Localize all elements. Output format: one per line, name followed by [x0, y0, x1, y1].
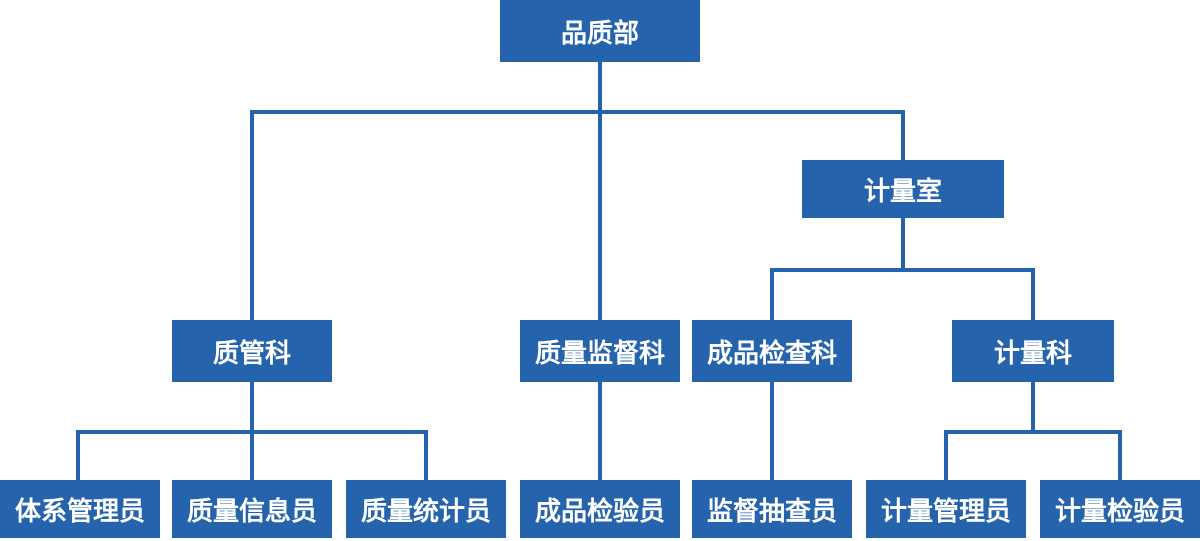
connector-line: [250, 430, 254, 480]
node-product-inspector: 成品检验员: [520, 480, 680, 538]
node-quality-information-officer: 质量信息员: [172, 480, 332, 538]
connector-line: [76, 430, 80, 480]
node-metrology-section: 计量科: [952, 320, 1114, 382]
connector-line: [770, 382, 774, 480]
node-system-administrator: 体系管理员: [0, 480, 160, 538]
connector-line: [1031, 382, 1035, 430]
node-supervision-sampling-inspector: 监督抽查员: [692, 480, 852, 538]
connector-line: [1118, 430, 1122, 480]
connector-line: [770, 268, 774, 320]
connector-line: [598, 382, 602, 480]
node-quality-mgmt-section: 质管科: [172, 320, 332, 382]
connector-line: [250, 382, 254, 430]
connector-line: [901, 218, 905, 268]
connector-line: [250, 110, 254, 320]
connector-line: [250, 110, 905, 114]
connector-line: [944, 430, 948, 480]
node-metrology-inspector: 计量检验员: [1040, 480, 1200, 538]
connector-line: [598, 110, 602, 320]
connector-line: [1031, 268, 1035, 320]
node-quality-supervision-section: 质量监督科: [520, 320, 680, 382]
node-quality-statistician: 质量统计员: [346, 480, 506, 538]
connector-line: [944, 430, 1122, 434]
connector-line: [901, 110, 905, 160]
node-quality-dept: 品质部: [500, 0, 700, 62]
node-product-inspection-section: 成品检查科: [692, 320, 852, 382]
connector-line: [598, 62, 602, 110]
connector-line: [770, 268, 1035, 272]
node-metrology-administrator: 计量管理员: [866, 480, 1026, 538]
connector-line: [424, 430, 428, 480]
node-metrology-room: 计量室: [802, 160, 1004, 218]
